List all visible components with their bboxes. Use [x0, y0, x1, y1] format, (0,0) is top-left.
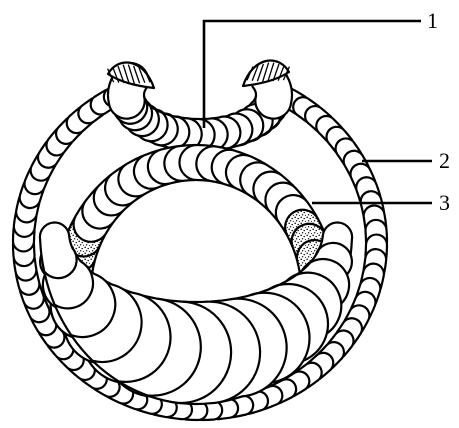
hatched-fringes [108, 60, 290, 88]
callout-label-3: 3 [439, 190, 450, 215]
callout-label-1: 1 [427, 8, 438, 33]
callout-label-2: 2 [439, 148, 450, 173]
